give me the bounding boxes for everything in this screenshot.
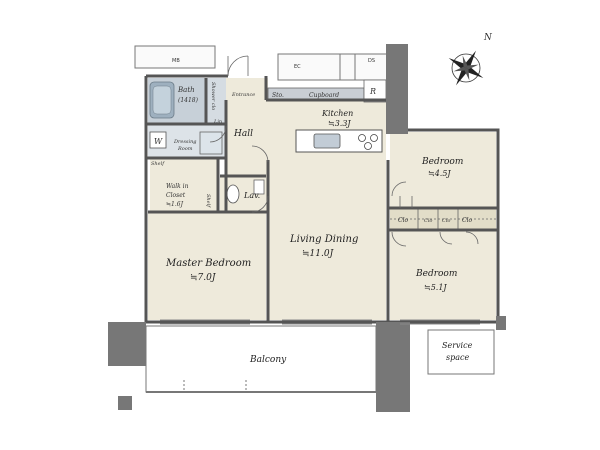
- compass-rose-icon: [448, 50, 484, 86]
- mb-label: MB: [172, 58, 180, 64]
- closet-dividers: [390, 208, 496, 230]
- service-space-label: Service: [442, 341, 473, 350]
- bedroom-top-label: Bedroom: [421, 157, 463, 167]
- living-dining-label: Living Dining: [289, 234, 358, 245]
- door-swings: [209, 55, 479, 247]
- wash-label: W: [154, 137, 163, 146]
- walk-in-closet-label: Walk in: [166, 183, 189, 190]
- lin-label: Lin: [213, 119, 222, 125]
- closet-label: Clo: [462, 217, 473, 224]
- master-bedroom-label: Master Bedroom: [165, 258, 251, 269]
- shower-closet-floor: [206, 78, 226, 124]
- balcony-label: Balcony: [249, 355, 287, 365]
- walk-in-closet-floor: [150, 158, 218, 212]
- cooktop-burner: [364, 142, 372, 150]
- entrance-label: Entrance: [231, 92, 255, 98]
- bedroom-bottom-size: ≒5.1J: [424, 283, 447, 292]
- toilet: [226, 184, 240, 204]
- dressing-basin: [199, 131, 223, 155]
- closet-label: Clo: [442, 218, 450, 224]
- cooktop-burner: [370, 134, 378, 142]
- master-bedroom-size: ≒7.0J: [190, 273, 217, 283]
- shelf-side-label: Shelf: [205, 194, 211, 208]
- ec-label: EC: [294, 64, 301, 70]
- hall-label: Hall: [233, 129, 253, 139]
- compass-north-label: N: [483, 33, 493, 43]
- bedroom-bottom-label: Bedroom: [415, 269, 457, 279]
- dressing-label: Dressing: [173, 139, 197, 145]
- dressing-room-label: Room: [177, 146, 193, 152]
- lav-label: Lav.: [243, 191, 260, 200]
- windows: [160, 319, 480, 325]
- closet-label: Clo: [424, 218, 432, 224]
- washing-machine: [149, 131, 167, 149]
- entrance-floor: [226, 78, 268, 102]
- room-floors: [148, 78, 496, 320]
- kitchen-label: Kitchen: [321, 109, 353, 118]
- living-dining-size: ≒11.0J: [302, 249, 335, 259]
- lav-basin: [253, 179, 265, 195]
- shelf-upper-label: Shelf: [151, 161, 165, 167]
- balcony-area: [145, 325, 377, 393]
- master-bedroom-floor: [148, 212, 266, 320]
- closet-label: Clo: [398, 217, 409, 224]
- walk-in-closet-size: ≒1.6J: [166, 201, 184, 208]
- bath-label: Bath: [177, 86, 195, 94]
- cupboard-label: Cupboard: [309, 92, 339, 99]
- service-space-area: [427, 329, 495, 375]
- kitchen-size-label: ≒3.3J: [328, 119, 351, 128]
- bedroom-top-size: ≒4.5J: [428, 169, 451, 178]
- walk-in-closet-label-2: Closet: [166, 192, 186, 199]
- refrigerator-label: R: [369, 87, 376, 96]
- bedroom-top-floor: [390, 132, 496, 208]
- top-shafts: [134, 45, 389, 81]
- sto-label: Sto.: [272, 92, 284, 99]
- bedroom-bottom-floor: [390, 230, 496, 320]
- cooktop-burner: [358, 134, 366, 142]
- bathtub-inner: [152, 85, 172, 115]
- bath-size-label: (1418): [178, 97, 199, 104]
- ds-label: DS: [368, 58, 375, 64]
- living-dining-floor: [268, 160, 386, 320]
- columns: [108, 44, 506, 412]
- kitchen-sink: [313, 133, 341, 149]
- shower-closet-label: Shower clo: [210, 82, 216, 110]
- service-space-label-2: space: [446, 353, 469, 362]
